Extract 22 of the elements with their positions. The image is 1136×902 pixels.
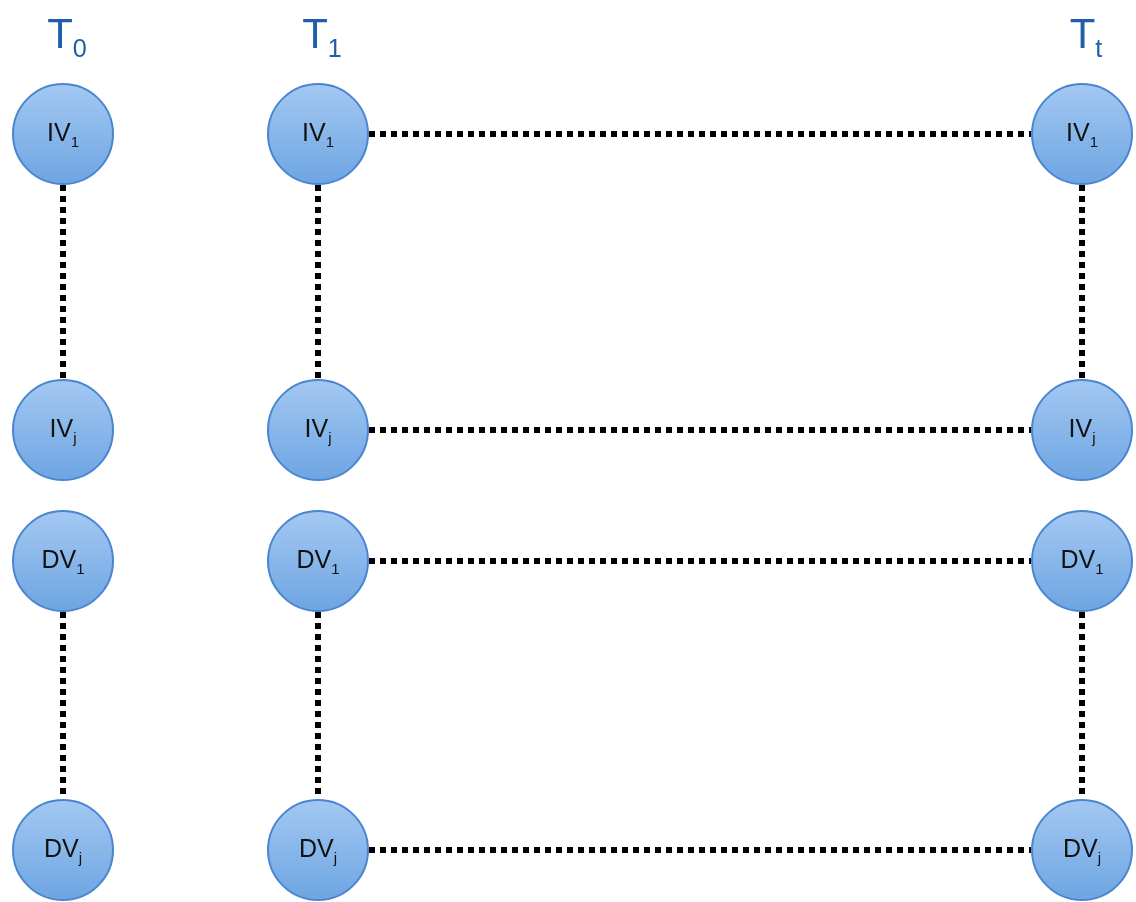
node-label: DV$_{j}$ xyxy=(43,834,83,866)
dotted-connector xyxy=(60,185,66,379)
node-label: IV$_{1}$ xyxy=(1066,118,1098,150)
node-label: DV$_{j}$ xyxy=(1062,834,1102,866)
node-label: DV$_{1}$ xyxy=(296,545,340,577)
node-label: IV$_{j}$ xyxy=(49,414,77,446)
dotted-connector xyxy=(369,558,1031,564)
time-heading: T$_{1}$ xyxy=(302,10,342,64)
node-label: DV$_{1}$ xyxy=(1060,545,1104,577)
time-heading: T$_{t}$ xyxy=(1069,10,1103,64)
node-label: IV$_{1}$ xyxy=(302,118,334,150)
node-label: DV$_{j}$ xyxy=(298,834,338,866)
dotted-connector xyxy=(369,131,1031,137)
node-label: IV$_{j}$ xyxy=(304,414,332,446)
node-label: IV$_{1}$ xyxy=(47,118,79,150)
node-label: IV$_{j}$ xyxy=(1068,414,1096,446)
node-label: DV$_{1}$ xyxy=(41,545,85,577)
dotted-connector xyxy=(369,427,1031,433)
time-heading: T$_{0}$ xyxy=(47,10,87,64)
dotted-connector xyxy=(315,185,321,379)
dotted-connector xyxy=(369,847,1031,853)
dotted-connector xyxy=(1079,185,1085,379)
